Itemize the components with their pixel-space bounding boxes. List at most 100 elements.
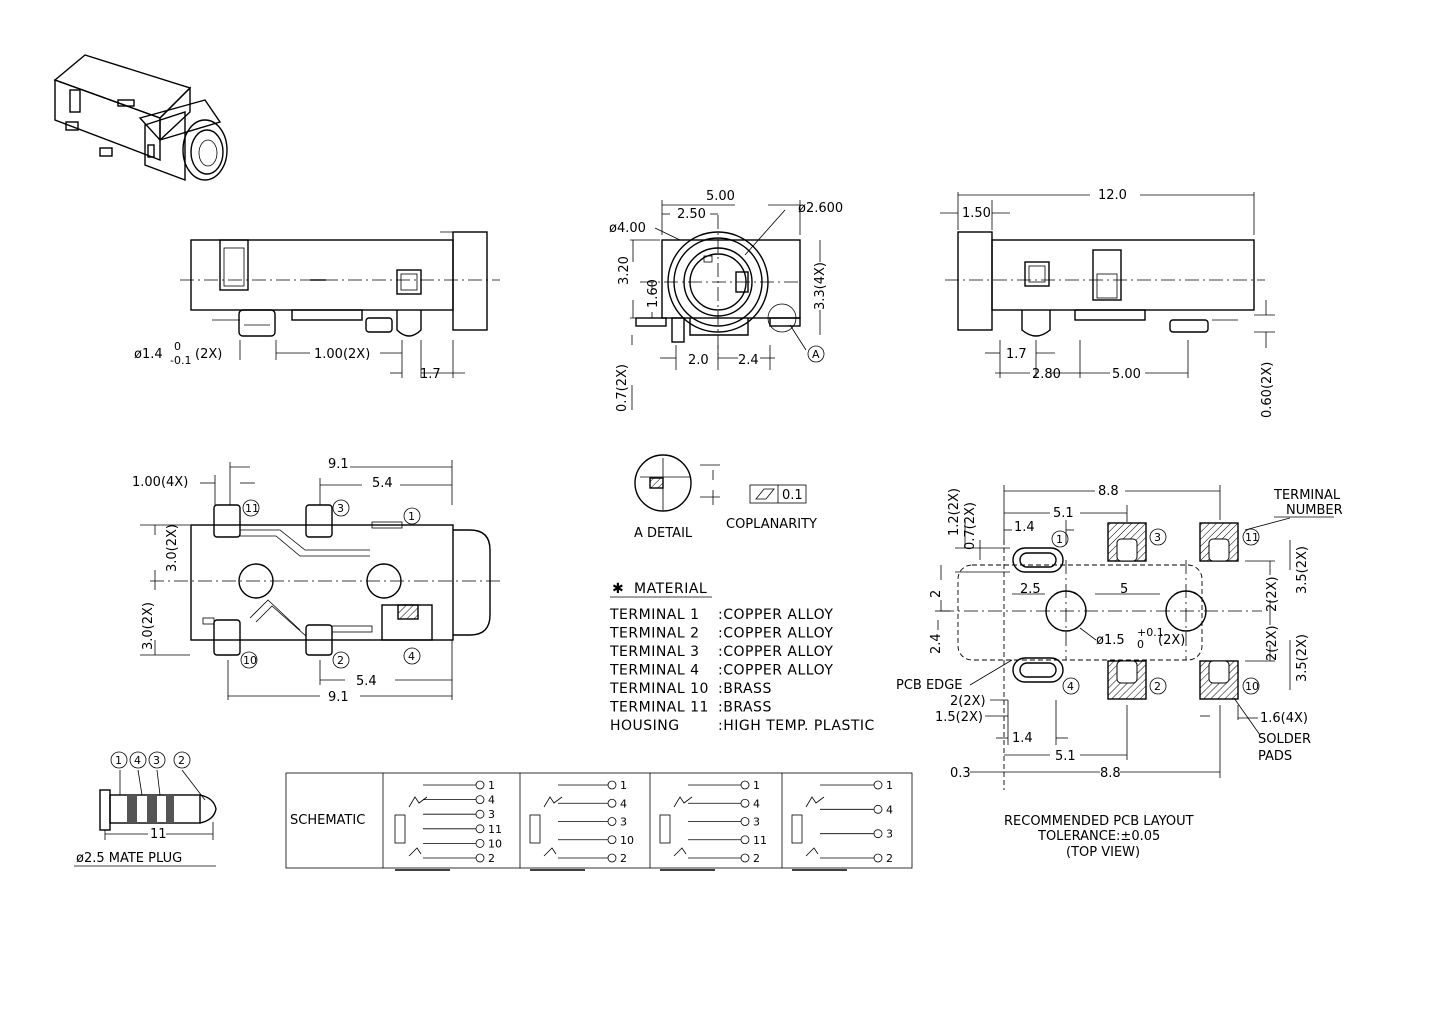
plug-caption: ø2.5 MATE PLUG (76, 851, 182, 866)
front-height: 3.20 (617, 256, 632, 285)
material-value: :HIGH TEMP. PLASTIC (718, 718, 875, 734)
front-view: 5.00 ø4.00 2.50 ø2.600 3.20 1.60 3.3(4X)… (609, 189, 843, 412)
pcb-terminal-label-2: NUMBER (1286, 503, 1343, 518)
pcb-pad-35a: 3.5(2X) (1295, 546, 1310, 594)
right-pitch: 5.00 (1112, 367, 1141, 382)
schematic-pin-label: 4 (886, 803, 893, 816)
schematic-pin (607, 853, 617, 863)
front-pin-right: 2.4 (738, 353, 759, 368)
pcb-height: 2.4 (929, 633, 944, 654)
pcb-overall-top: 8.8 (1098, 484, 1119, 499)
bottom-terminal-11: 11 (245, 502, 259, 515)
schematic-spring (543, 796, 563, 808)
schematic-pin (607, 817, 617, 826)
material-value: :COPPER ALLOY (718, 626, 833, 642)
pcb-pad-2a: 2(2X) (1265, 576, 1280, 612)
schematic-pin-label: 10 (620, 834, 634, 847)
schematic-pin-label: 1 (753, 779, 760, 792)
pcb-to-pad: 5.1 (1053, 506, 1074, 521)
schematic-pin-label: 3 (488, 808, 495, 821)
pcb-slot-gap: 0.7(2X) (963, 502, 978, 550)
schematic-pin (475, 853, 485, 863)
material-item: TERMINAL 2 (609, 626, 700, 642)
pcb-terminal-label-1: TERMINAL (1273, 488, 1341, 503)
left-hole-count: (2X) (195, 347, 222, 362)
detail-a: A DETAIL 0.1 COPLANARITY (634, 454, 817, 541)
bottom-terminal-1: 1 (408, 510, 415, 523)
schematic-pin (607, 780, 617, 790)
coplanarity-value: 0.1 (782, 488, 803, 503)
bottom-terminal-10: 10 (243, 654, 257, 667)
schematic-pin-label: 3 (753, 816, 760, 829)
schematic-pin-label: 1 (488, 779, 495, 792)
schematic-pin-label: 4 (753, 797, 760, 810)
pcb-terminal-1: 1 (1056, 533, 1063, 546)
coplanarity-label: COPLANARITY (726, 517, 817, 532)
detail-label: A DETAIL (634, 526, 693, 541)
schematic-sleeve (659, 814, 671, 844)
schematic-spring (805, 847, 819, 857)
schematic-pin (475, 809, 485, 819)
schematic-spring (543, 847, 557, 857)
right-side-view: 12.0 1.50 1.7 2.80 5.00 0.60(2X) (940, 188, 1275, 418)
schematic-pin (873, 780, 883, 790)
left-offset: 1.7 (420, 367, 441, 382)
schematic-sleeve (394, 814, 406, 844)
schematic-pin (740, 780, 750, 790)
plug-label-2: 2 (178, 754, 185, 767)
bottom-inner-top: 5.4 (372, 476, 393, 491)
pcb-terminal-3: 3 (1154, 531, 1161, 544)
isometric-view (53, 54, 228, 182)
schematic-pin-label: 10 (488, 837, 502, 850)
schematic-pin (873, 804, 883, 814)
bottom-terminal-4: 4 (408, 650, 415, 663)
plug-label-1: 1 (115, 754, 122, 767)
pcb-caption-1: RECOMMENDED PCB LAYOUT (1004, 814, 1194, 829)
pcb-caption-2: TOLERANCE:±0.05 (1037, 829, 1160, 844)
pcb-terminal-11: 11 (1245, 531, 1259, 544)
pcb-bot-51: 5.1 (1055, 749, 1076, 764)
plug-label-4: 4 (134, 754, 141, 767)
front-half-width: 2.50 (677, 207, 706, 222)
pcb-solder-label-2: PADS (1258, 749, 1292, 764)
front-pin-left: 2.0 (688, 353, 709, 368)
schematic-pin-label: 2 (753, 852, 760, 865)
schematic-pin-label: 4 (488, 794, 495, 807)
schematic-spring (408, 847, 422, 857)
left-hole-dia: ø1.4 (134, 347, 163, 362)
material-item: HOUSING (610, 718, 680, 734)
schematic-title: SCHEMATIC (290, 813, 365, 828)
material-list: ✱ MATERIAL TERMINAL 1:COPPER ALLOYTERMIN… (609, 581, 875, 734)
mate-plug: 1 4 3 2 11 ø2.5 MATE PLUG (74, 751, 217, 867)
front-bore: ø2.600 (798, 201, 843, 216)
pcb-bot-2: 2(2X) (950, 694, 986, 709)
schematic-pin-label: 1 (620, 779, 627, 792)
pcb-hole-tol-lower: 0 (1137, 638, 1144, 651)
pcb-caption-3: (TOP VIEW) (1066, 845, 1140, 860)
pcb-terminal-10: 10 (1245, 680, 1259, 693)
schematic-pin-label: 11 (488, 823, 502, 836)
schematic-pin (475, 780, 485, 790)
schematic-pin-label: 3 (620, 816, 627, 829)
schematic-pin (873, 829, 883, 839)
schematic-pin (740, 798, 750, 808)
right-post: 1.7 (1006, 347, 1027, 362)
schematic-pin-label: 2 (620, 852, 627, 865)
plug-label-3: 3 (153, 754, 160, 767)
bottom-view: 1.00(4X) 9.1 5.4 3.0(2X) 3.0(2X) 5.4 9.1… (132, 457, 500, 705)
schematic-pin (607, 835, 617, 845)
pcb-center-x: 2.5 (1020, 582, 1041, 597)
pcb-solder-label-1: SOLDER (1258, 732, 1311, 747)
pcb-edge-label: PCB EDGE (896, 678, 962, 693)
pcb-hole-count: (2X) (1158, 633, 1185, 648)
schematic-spring (805, 796, 825, 808)
schematic-pin-label: 3 (886, 828, 893, 841)
material-item: TERMINAL 11 (609, 700, 709, 716)
bottom-inner-bot: 5.4 (356, 674, 377, 689)
bottom-upper-half: 3.0(2X) (165, 524, 180, 572)
schematic-pin (607, 798, 617, 808)
pcb-layout: 8.8 5.1 1.4 1.2(2X) 0.7(2X) 2.5 5 2 2.4 … (896, 484, 1343, 860)
